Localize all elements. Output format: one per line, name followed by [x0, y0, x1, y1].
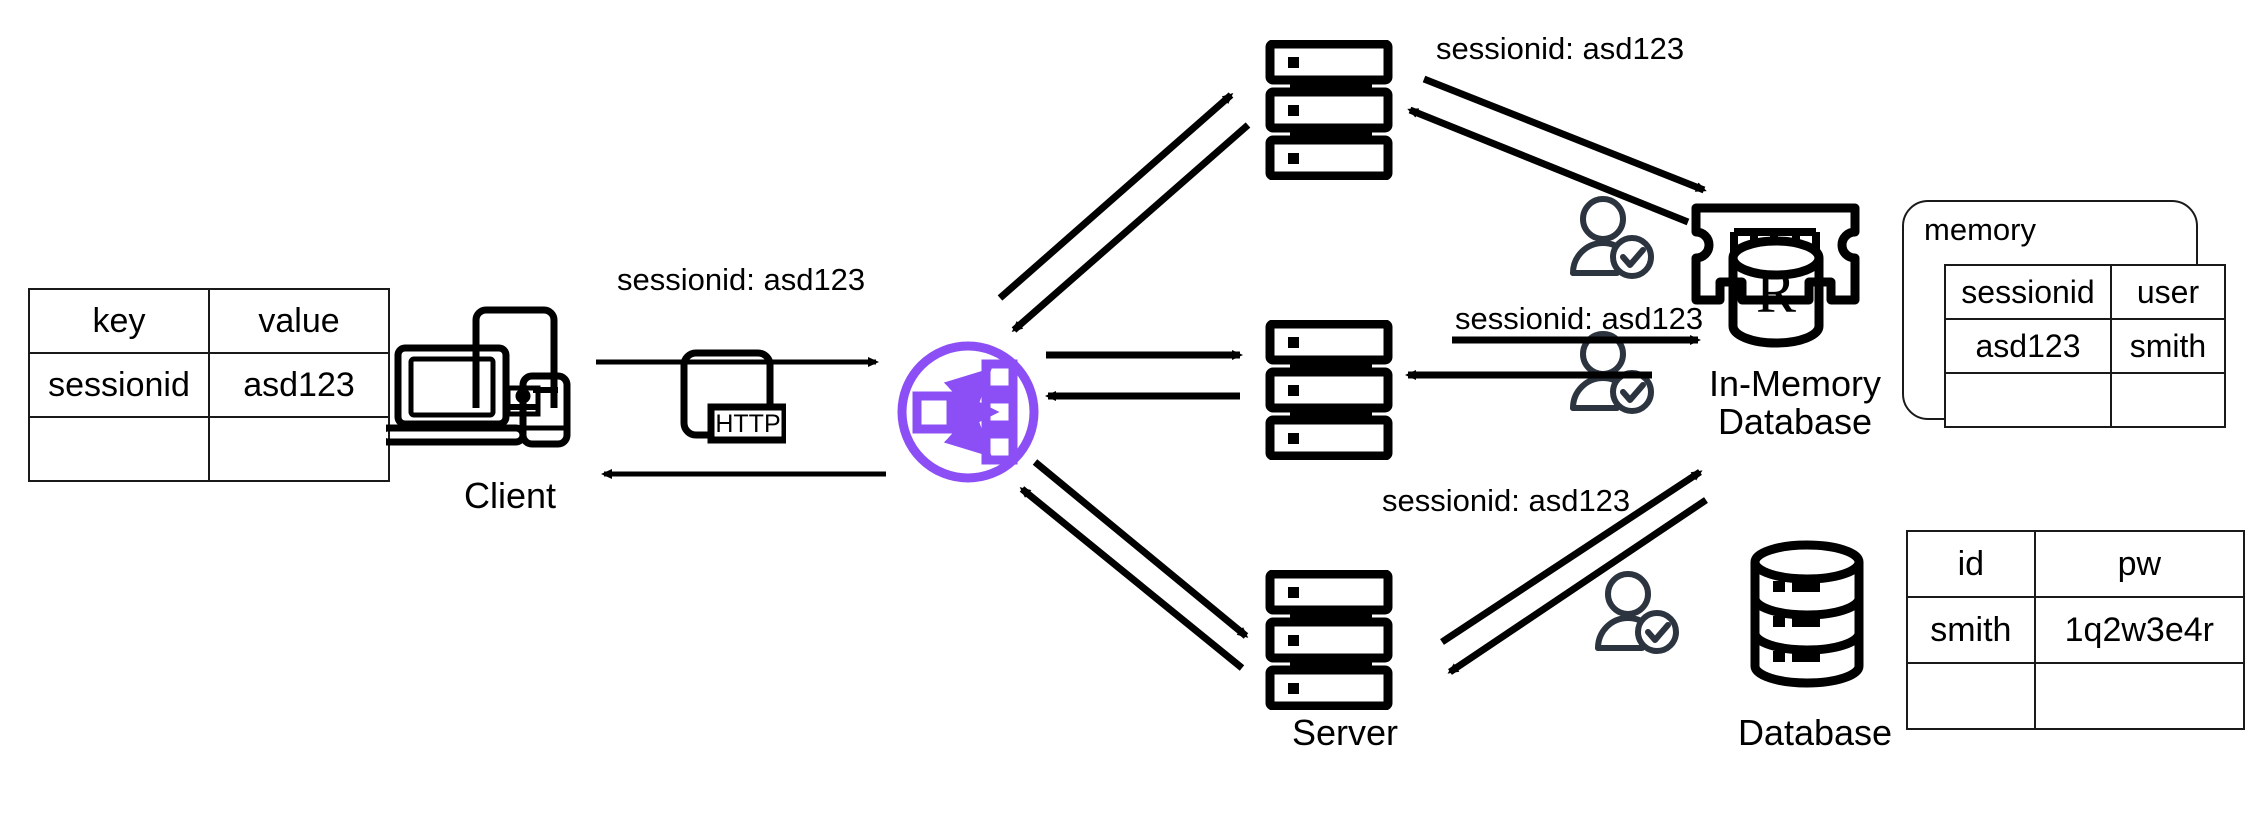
table-row: sessionid asd123 — [28, 352, 390, 418]
kv-cell-empty-key — [28, 416, 210, 482]
arrow-imdb-to-server-top — [1407, 106, 1690, 226]
db-cell-empty-pw — [2033, 662, 2245, 730]
arrow-server-top-to-loadbalancer — [1011, 122, 1251, 333]
http-icon-text: HTTP — [715, 410, 780, 438]
arrow-imdb-to-server-bottom — [1447, 497, 1708, 675]
table-row: key value — [28, 288, 390, 354]
memory-table: sessionid user asd123 smith — [1944, 264, 2226, 428]
imdb-label-line2: Database — [1717, 401, 1873, 443]
in-memory-database-icon: R — [1688, 200, 1863, 365]
arrow-loadbalancer-to-server-top — [997, 92, 1234, 301]
kv-cell-value: asd123 — [208, 352, 390, 418]
table-row: sessionid user — [1944, 264, 2226, 320]
table-row: id pw — [1906, 530, 2245, 598]
server-rack-icon-bottom — [1264, 570, 1394, 710]
db-header-pw: pw — [2033, 530, 2245, 598]
server-rack-icon-top — [1264, 40, 1394, 180]
memory-cell-empty-sessionid — [1944, 372, 2112, 428]
db-header-id: id — [1906, 530, 2036, 598]
memory-header-user: user — [2110, 264, 2226, 320]
kv-cell-empty-value — [208, 416, 390, 482]
key-value-table: key value sessionid asd123 — [28, 288, 390, 482]
in-memory-db-badge-letter: R — [1756, 259, 1796, 325]
arrow-label-server-top-to-imdb: sessionid: asd123 — [1436, 31, 1685, 66]
arrow-label-client-to-loadbalancer: sessionid: asd123 — [617, 262, 866, 297]
arrow-label-server-bottom-to-imdb: sessionid: asd123 — [1382, 483, 1631, 518]
imdb-label-line1: In-Memory — [1708, 363, 1882, 404]
server-rack-icon-middle — [1264, 320, 1394, 460]
in-memory-database-label: In-Memory Database — [1680, 363, 1910, 443]
user-check-icon-top — [1565, 195, 1655, 280]
table-row — [1906, 662, 2245, 730]
server-label: Server — [1291, 712, 1399, 753]
table-row — [28, 416, 390, 482]
user-check-icon-bottom — [1590, 570, 1680, 655]
table-row: asd123 smith — [1944, 318, 2226, 374]
table-row — [1944, 372, 2226, 428]
memory-header-sessionid: sessionid — [1944, 264, 2112, 320]
db-cell-empty-id — [1906, 662, 2036, 730]
arrow-server-bottom-to-imdb — [1440, 469, 1703, 645]
client-label: Client — [463, 475, 557, 516]
client-devices-icon — [386, 300, 576, 460]
db-cell-id: smith — [1906, 596, 2036, 664]
table-row: smith 1q2w3e4r — [1906, 596, 2245, 664]
memory-cell-sessionid: asd123 — [1944, 318, 2112, 374]
load-balancer-icon — [892, 336, 1044, 488]
arrow-loadbalancer-to-server-bottom — [1032, 459, 1249, 639]
arrow-server-bottom-to-loadbalancer — [1019, 486, 1245, 671]
database-label: Database — [1737, 712, 1893, 753]
database-table: id pw smith 1q2w3e4r — [1906, 530, 2245, 730]
db-cell-pw: 1q2w3e4r — [2033, 596, 2245, 664]
http-icon: HTTP — [676, 345, 786, 450]
memory-cell-empty-user — [2110, 372, 2226, 428]
arrow-label-server-middle-to-imdb: sessionid: asd123 — [1455, 301, 1704, 336]
memory-cell-user: smith — [2110, 318, 2226, 374]
memory-panel-label: memory — [1924, 212, 2036, 247]
kv-cell-key: sessionid — [28, 352, 210, 418]
database-cylinder-icon — [1742, 540, 1872, 700]
kv-header-value: value — [208, 288, 390, 354]
kv-header-key: key — [28, 288, 210, 354]
arrow-server-top-to-imdb — [1422, 75, 1707, 194]
